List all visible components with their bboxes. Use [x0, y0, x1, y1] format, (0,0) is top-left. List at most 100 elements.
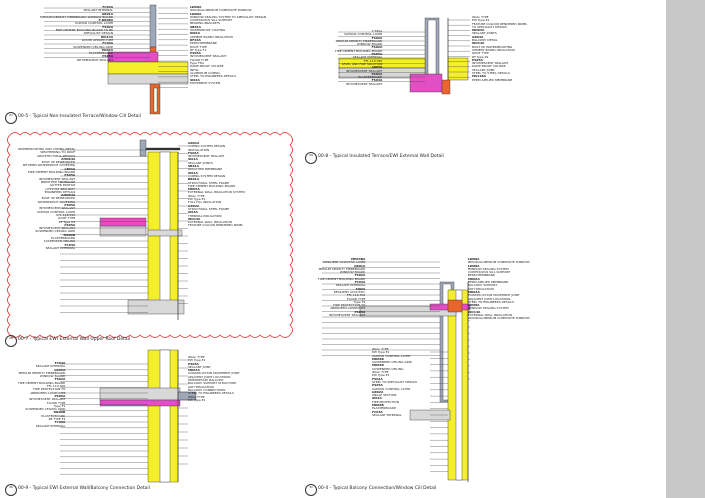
note-text: RESILIENT ACOUSTIC LAYER: [323, 260, 366, 265]
note-text: WALL TYPE: [472, 15, 489, 19]
detail-drawings: [7, 4, 471, 483]
note-text: MK05A: [188, 187, 200, 192]
note-text: ROOF TYPE: [472, 51, 489, 56]
floor-slab: [127, 299, 185, 315]
note-text: STRUCTURAL STEEL FRAME: [188, 206, 230, 211]
note-text: STEEL TO ENGINEERS DETAILS: [468, 299, 514, 304]
note-text: CONSTRUCTION MOVEMENT JOINT: [468, 293, 520, 298]
note-text: SEALANT INTERNAL: [335, 283, 366, 288]
note-text: SEALANT JOINTS: [188, 160, 213, 165]
note-text: FFL 110.300: [346, 293, 366, 298]
note-text: SEALANT INTERNAL: [45, 245, 76, 250]
note-text: Type F5G: [190, 61, 204, 66]
note-text: FS04A: [371, 78, 383, 83]
note-text: MEDIUM DENSITY FIBREBOARD: [18, 370, 66, 375]
note-text: SEALANT INTERNAL: [35, 423, 66, 428]
ewi-insulation: [447, 57, 469, 81]
note-text: GR02A: [372, 389, 384, 394]
note-text: MK06B: [372, 363, 384, 368]
note-text: INTUMESCENT SEALANT: [188, 154, 225, 159]
note-text: SUSPENDED CEILING GRID: [73, 44, 114, 49]
note-text: PLASTERBOARD: [372, 406, 397, 411]
note-text: EPDM MEMBRANE: [468, 273, 495, 278]
note-text: ABERDEEN COMPOSITE: [30, 390, 66, 395]
note-text: ENGINEERS DETAILS: [44, 189, 76, 194]
note-text: RESILIENT ACOUSTIC: [333, 289, 366, 294]
note-text: WD03A: [472, 28, 485, 33]
note-text: STRUCTURAL STEEL FRAME: [188, 180, 230, 185]
note-text: STEEL TO ENGINEERS DETAILS: [188, 391, 234, 396]
note-text: FIRE PROTECTION: [372, 399, 399, 404]
note-text: F-DR08A: [98, 18, 114, 23]
note-text: FS02A: [102, 24, 114, 29]
note-text: LW08A: [468, 303, 480, 308]
note-text: WALL TYPE: [372, 370, 389, 375]
note-text: EW Type E1: [472, 18, 490, 23]
note-text: GR01A: [101, 11, 114, 16]
note-text: BUILT UP REINFORCED: [41, 196, 76, 201]
note-text: INSTALLATION: [188, 147, 210, 152]
note-text: LIQUID APPLIED DPM: [81, 37, 114, 42]
note-text: MK03A: [188, 368, 200, 373]
note-text: BALCONY SUPPORT: [468, 283, 498, 288]
note-text: AHOR4A: [61, 156, 76, 161]
note-text: FC03A: [354, 280, 366, 285]
note-text: WO14A: [468, 309, 481, 314]
note-text: SUSPENDED CEILING: [372, 366, 404, 371]
note-text: SUSPENDED CEILING GRID: [372, 360, 412, 365]
membrane-layer: [107, 51, 159, 63]
note-text: PLASTERBOARD: [51, 236, 76, 241]
note-text: IN01A: [190, 31, 201, 36]
note-text: INTUMESCENT SEALANT: [329, 313, 366, 318]
cavity: [159, 349, 171, 483]
note-text: PLASTERBOARD: [89, 51, 114, 56]
note-text: WO14A: [100, 34, 114, 39]
note-text: DAMP PROOF COURSE: [190, 64, 224, 69]
note-text: ABERDEEN COMPOSITE: [330, 306, 366, 311]
note-text: SUSPENDED CEILING GRID: [25, 407, 66, 412]
note-text: MEDIUM DENSITY FIBREBOARD WINDOW BOARD: [40, 14, 114, 19]
note-text: SPECIALIST DESIGN: [83, 31, 114, 36]
note-text: CONTINUOUS SILL SUPPORT: [468, 270, 511, 275]
window-frame: [149, 4, 157, 48]
note-text: ZE TYPE F3: [48, 417, 66, 422]
note-text: TO SPECIALIST DESIGN: [472, 24, 507, 29]
note-text: RF Type F1: [190, 47, 207, 52]
note-text: MK06A: [468, 276, 480, 281]
note-text: SI01A: [188, 170, 198, 175]
note-text: MS11BA: [472, 74, 486, 79]
detail-bubble-31: 31: [305, 484, 317, 496]
note-text: VAPOUR CONTROL LAYER: [74, 21, 114, 26]
note-text: SEALANT JOINTS: [472, 31, 497, 36]
note-text: Type F4: [353, 299, 366, 304]
note-text: WALL TYPE: [372, 347, 389, 351]
coping-cap: [145, 147, 181, 151]
detail-title-30: 00-9 - Typical EWI External Wall/Balcony…: [18, 486, 150, 491]
note-text: FS02A: [188, 150, 199, 155]
note-text: ALUMINIUM COPING: [190, 70, 220, 75]
note-text: INTUMESCENT SEALANT: [346, 68, 383, 73]
membrane-layer: [99, 399, 181, 407]
note-text: MK06B: [372, 356, 384, 361]
note-text: STEEL TO ENGINEERS DETAILS: [190, 74, 236, 79]
note-text: PS05A: [188, 361, 199, 366]
concrete-slab: [107, 73, 189, 85]
note-text: LIFEWIRE SECURITY: [45, 186, 76, 191]
note-text: EPDM APPLIED MEMBRANE: [468, 280, 509, 285]
note-text: PD02A: [101, 47, 114, 52]
note-text: INTUMESCENT SEALANT: [38, 226, 76, 231]
note-text: STEEL TO SPECIALIST DESIGN: [372, 379, 417, 384]
note-text: SUSPENDED CEILING GRID: [35, 229, 76, 234]
note-text: BITUMEN WATERPROOF COVERING: [22, 163, 76, 168]
note-text: FFL 110.300: [46, 384, 66, 389]
note-text: FIRE CEMENT BUILDING BOARD: [18, 380, 66, 385]
note-text: FIRE PROTECTION TO: [33, 387, 66, 392]
note-text: AOH INSULATION: [188, 384, 214, 389]
note-text: PS05A: [472, 57, 483, 62]
note-text: ROOF TYPE: [58, 216, 76, 221]
note-text: FS02A: [354, 273, 366, 278]
note-text: WEATHERING TO ROOF: [40, 150, 76, 155]
